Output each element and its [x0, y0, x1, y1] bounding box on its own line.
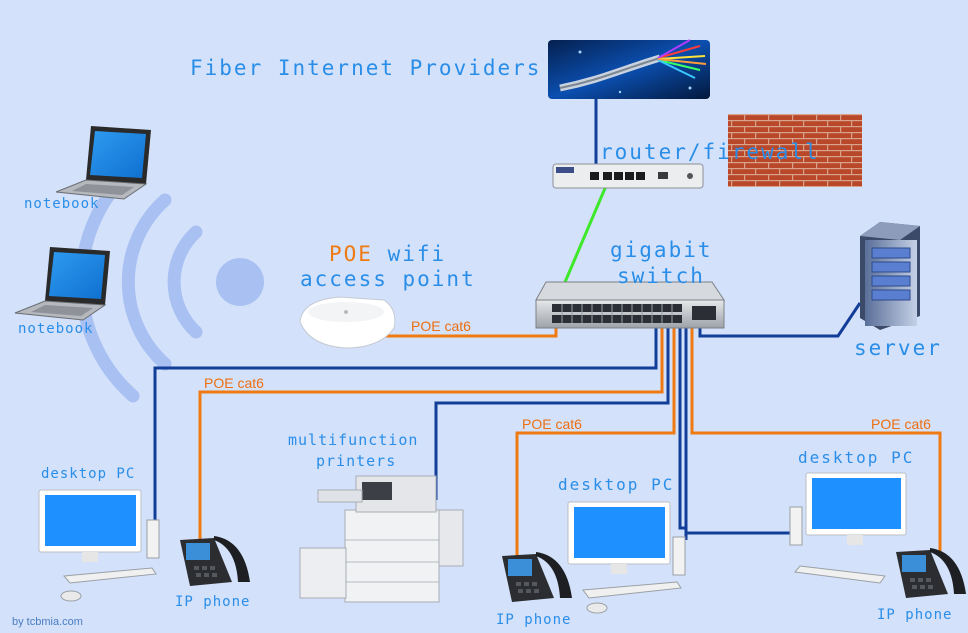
- wifi-label: wifi: [387, 242, 447, 266]
- wifi-access-point-device: [299, 296, 396, 349]
- router-device: [552, 163, 704, 189]
- desktop-pc-label-left: desktop PC: [41, 466, 136, 482]
- ip-phone-label-right: IP phone: [877, 607, 953, 623]
- credit-text: by tcbmia.com: [12, 616, 83, 628]
- switch-to-server-cable: [698, 302, 862, 338]
- poe-cat6-label-left-phone: POE cat6: [204, 375, 264, 391]
- notebook-laptop-1: [55, 126, 151, 200]
- notebook-label-1: notebook: [24, 196, 100, 212]
- poe-cat6-label-middle-phone: POE cat6: [522, 416, 582, 432]
- switch-to-right-phone-cable: [690, 322, 942, 552]
- poe-wifi-label: POE wifi: [329, 242, 446, 266]
- ip-phone-right: [896, 548, 966, 598]
- desktop-pc-label-middle: desktop PC: [558, 475, 675, 494]
- poe-cat6-label-right-phone: POE cat6: [871, 416, 931, 432]
- router-firewall-label: router/firewall: [600, 140, 820, 164]
- poe-label: POE: [329, 242, 373, 266]
- desktop-pc-right: [789, 472, 907, 584]
- multifunction-printer: [299, 475, 464, 603]
- printers-label: printers: [316, 452, 397, 470]
- fiber-optic-image: [548, 39, 710, 99]
- desktop-pc-label-right: desktop PC: [798, 448, 915, 467]
- multifunction-label: multifunction: [288, 431, 419, 449]
- firewall-brick-wall: [728, 114, 862, 187]
- gigabit-switch-device: [535, 281, 725, 329]
- ip-phone-label-middle: IP phone: [496, 612, 572, 628]
- switch-label: switch: [617, 264, 705, 288]
- ip-phone-left: [180, 536, 250, 586]
- wifi-signal-icon: [75, 161, 264, 403]
- switch-to-left-phone-cable: [198, 322, 664, 542]
- desktop-pc-left: [38, 489, 160, 602]
- notebook-laptop-2: [14, 247, 110, 321]
- switch-to-left-desktop-cable: [153, 322, 658, 530]
- server-label: server: [854, 336, 942, 360]
- switch-to-printer-cable: [434, 322, 670, 500]
- notebook-label-2: notebook: [18, 321, 94, 337]
- access-point-label: access point: [300, 267, 476, 291]
- switch-to-right-desktop-cable: [684, 322, 797, 535]
- desktop-pc-middle: [567, 501, 686, 614]
- fiber-internet-providers-label: Fiber Internet Providers: [190, 56, 542, 80]
- poe-cat6-label-access-point: POE cat6: [411, 318, 471, 334]
- cables: [153, 95, 942, 556]
- ip-phone-middle: [502, 552, 572, 602]
- gigabit-label: gigabit: [610, 238, 713, 262]
- switch-to-middle-phone-cable: [515, 322, 676, 556]
- server-device: [860, 222, 920, 330]
- ip-phone-label-left: IP phone: [175, 594, 251, 610]
